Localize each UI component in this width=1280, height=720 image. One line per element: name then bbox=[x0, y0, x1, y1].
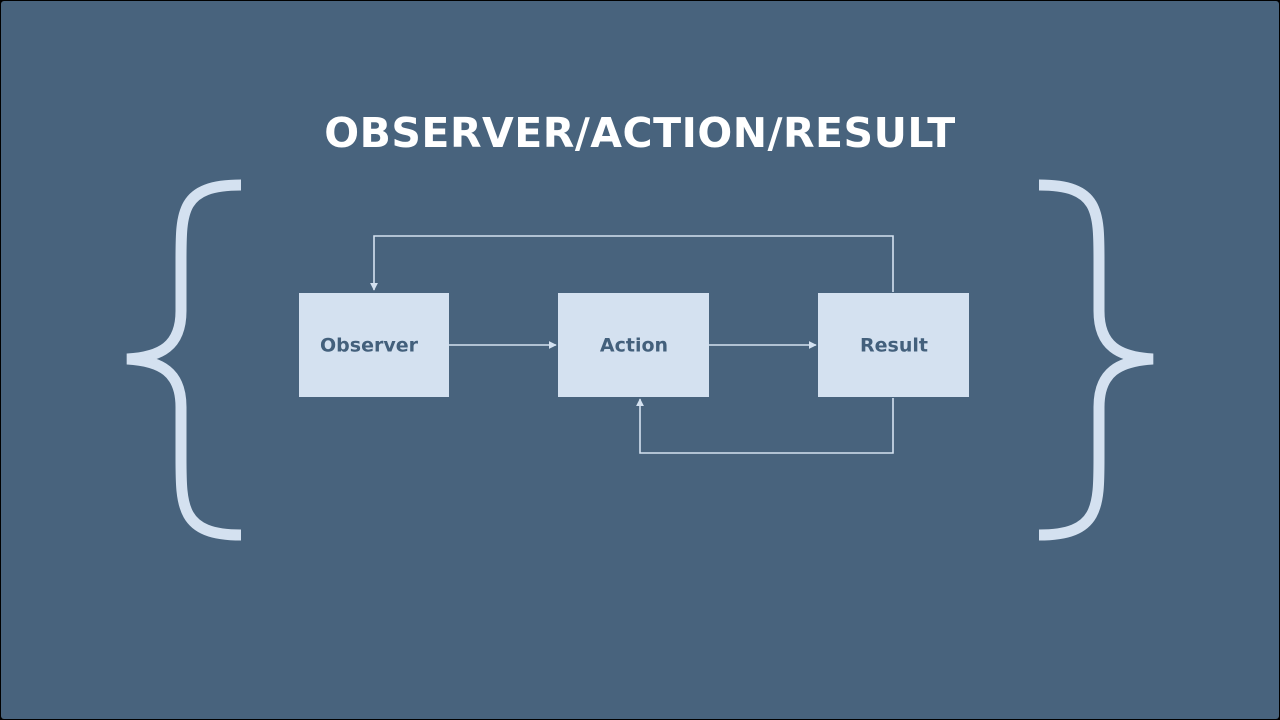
node-action: Action bbox=[558, 293, 709, 397]
arrow-result-to-action bbox=[636, 398, 894, 454]
slide-title: OBSERVER/ACTION/RESULT bbox=[324, 109, 956, 157]
node-action-label: Action bbox=[600, 335, 668, 357]
left-curly-brace bbox=[126, 179, 242, 541]
arrow-result-to-observer bbox=[370, 235, 894, 292]
node-observer: Observer bbox=[299, 293, 449, 397]
node-observer-label: Observer bbox=[320, 335, 419, 357]
right-curly-brace bbox=[1038, 179, 1154, 541]
node-result-label: Result bbox=[860, 335, 928, 357]
node-result: Result bbox=[818, 293, 969, 397]
